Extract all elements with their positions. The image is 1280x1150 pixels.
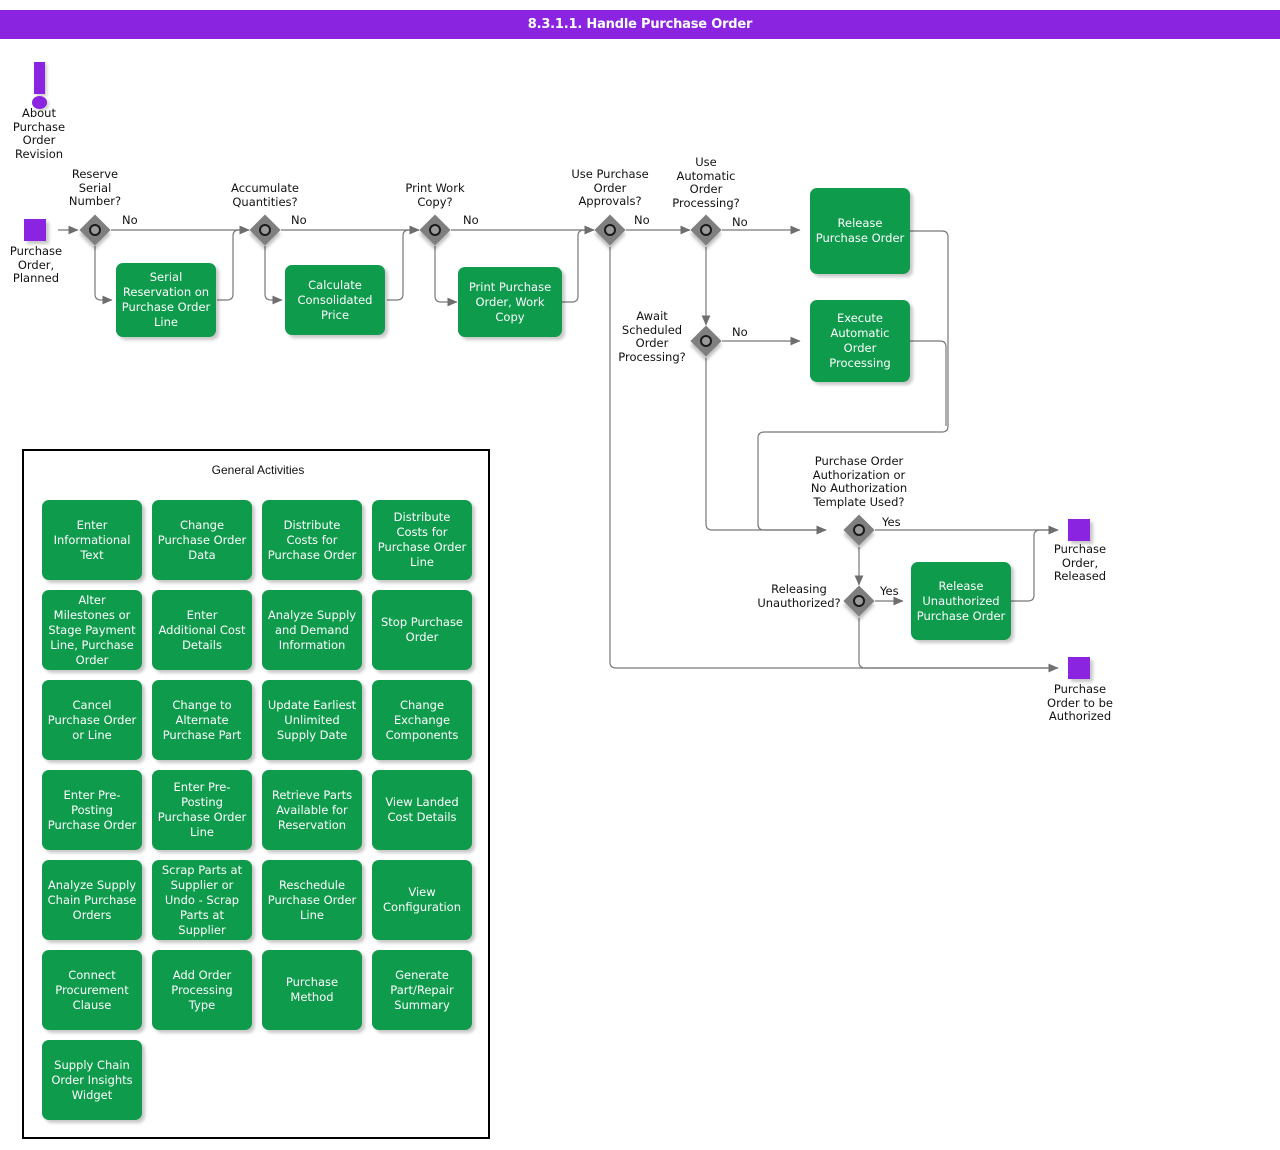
process-calculate-consolidated-price[interactable]: Calculate Consolidated Price: [285, 265, 385, 335]
decision-use-automatic-order-processing-label: Use Automatic Order Processing?: [672, 155, 740, 210]
exclamation-dot: [32, 96, 47, 109]
edge-label-accumulate-quantities: No: [291, 213, 307, 227]
edge-label-reserve-serial-number: No: [122, 213, 138, 227]
general-activity-tile[interactable]: Connect Procurement Clause: [42, 950, 142, 1030]
decision-print-work-copy-label: Print Work Copy?: [405, 181, 465, 209]
decision-print-work-copy[interactable]: [419, 214, 451, 246]
exclamation-bar: [34, 62, 45, 94]
process-release-purchase-order[interactable]: Release Purchase Order: [810, 188, 910, 274]
terminator-purchase-order-planned[interactable]: [24, 219, 46, 241]
about-purchase-order-revision-label: About Purchase Order Revision: [12, 106, 66, 161]
general-activity-tile[interactable]: Retrieve Parts Available for Reservation: [262, 770, 362, 850]
general-activity-tile[interactable]: Supply Chain Order Insights Widget: [42, 1040, 142, 1120]
edge-label-use-automatic-order-processing: No: [732, 215, 748, 229]
decision-use-automatic-order-processing[interactable]: [690, 214, 722, 246]
edge-label-print-work-copy: No: [463, 213, 479, 227]
general-activity-tile[interactable]: View Landed Cost Details: [372, 770, 472, 850]
general-activity-tile[interactable]: Change Purchase Order Data: [152, 500, 252, 580]
general-activity-tile[interactable]: Distribute Costs for Purchase Order Line: [372, 500, 472, 580]
general-activity-tile[interactable]: Change Exchange Components: [372, 680, 472, 760]
general-activity-tile[interactable]: Update Earliest Unlimited Supply Date: [262, 680, 362, 760]
general-activity-tile[interactable]: Enter Additional Cost Details: [152, 590, 252, 670]
general-activity-tile[interactable]: View Configuration: [372, 860, 472, 940]
diamond-ring-icon: [700, 224, 712, 236]
exclamation-icon: [30, 62, 50, 110]
edge-label-purchase-order-authorization: Yes: [882, 515, 901, 529]
process-print-purchase-order-work-copy[interactable]: Print Purchase Order, Work Copy: [458, 267, 562, 337]
general-activity-tile[interactable]: Add Order Processing Type: [152, 950, 252, 1030]
general-activity-tile[interactable]: Cancel Purchase Order or Line: [42, 680, 142, 760]
decision-reserve-serial-number-label: Reserve Serial Number?: [68, 167, 122, 208]
edge-label-use-purchase-order-approvals: No: [634, 213, 650, 227]
terminator-purchase-order-to-be-authorized-label: Purchase Order to be Authorized: [1047, 682, 1113, 723]
decision-use-purchase-order-approvals[interactable]: [594, 214, 626, 246]
general-activity-tile[interactable]: Analyze Supply Chain Purchase Orders: [42, 860, 142, 940]
general-activities-panel: General Activities Enter Informational T…: [22, 449, 490, 1139]
general-activities-title: General Activities: [211, 463, 305, 477]
edge-label-releasing-unauthorized: Yes: [880, 584, 899, 598]
decision-await-scheduled-order-processing[interactable]: [690, 325, 722, 357]
diamond-ring-icon: [89, 224, 101, 236]
decision-purchase-order-authorization[interactable]: [843, 514, 875, 546]
general-activity-tile[interactable]: Purchase Method: [262, 950, 362, 1030]
general-activity-tile[interactable]: Generate Part/Repair Summary: [372, 950, 472, 1030]
edge-label-await-scheduled-order-processing: No: [732, 325, 748, 339]
general-activity-tile[interactable]: Analyze Supply and Demand Information: [262, 590, 362, 670]
general-activity-tile[interactable]: Scrap Parts at Supplier or Undo - Scrap …: [152, 860, 252, 940]
diamond-ring-icon: [853, 595, 865, 607]
decision-releasing-unauthorized-label: Releasing Unauthorized?: [757, 582, 841, 610]
diamond-ring-icon: [259, 224, 271, 236]
decision-purchase-order-authorization-label: Purchase Order Authorization or No Autho…: [810, 454, 908, 509]
general-activity-tile[interactable]: Distribute Costs for Purchase Order: [262, 500, 362, 580]
title-bar: 8.3.1.1. Handle Purchase Order: [0, 10, 1280, 39]
process-execute-automatic-order-processing[interactable]: Execute Automatic Order Processing: [810, 300, 910, 382]
terminator-purchase-order-planned-label: Purchase Order, Planned: [9, 244, 63, 285]
diamond-ring-icon: [700, 335, 712, 347]
general-activity-tile[interactable]: Reschedule Purchase Order Line: [262, 860, 362, 940]
general-activity-tile[interactable]: Enter Pre- Posting Purchase Order Line: [152, 770, 252, 850]
diamond-ring-icon: [429, 224, 441, 236]
diamond-ring-icon: [853, 524, 865, 536]
decision-releasing-unauthorized[interactable]: [843, 585, 875, 617]
general-activity-tile[interactable]: Stop Purchase Order: [372, 590, 472, 670]
decision-accumulate-quantities[interactable]: [249, 214, 281, 246]
process-serial-reservation-on-purchase-order-line[interactable]: Serial Reservation on Purchase Order Lin…: [116, 263, 216, 337]
general-activity-tile[interactable]: Change to Alternate Purchase Part: [152, 680, 252, 760]
general-activity-tile[interactable]: Alter Milestones or Stage Payment Line, …: [42, 590, 142, 670]
terminator-purchase-order-released[interactable]: [1068, 519, 1090, 541]
decision-accumulate-quantities-label: Accumulate Quantities?: [231, 181, 299, 209]
general-activity-tile[interactable]: Enter Pre- Posting Purchase Order: [42, 770, 142, 850]
terminator-purchase-order-to-be-authorized[interactable]: [1068, 657, 1090, 679]
page-title: 8.3.1.1. Handle Purchase Order: [527, 17, 753, 32]
decision-reserve-serial-number[interactable]: [79, 214, 111, 246]
decision-await-scheduled-order-processing-label: Await Scheduled Order Processing?: [618, 309, 686, 364]
terminator-purchase-order-released-label: Purchase Order, Released: [1053, 542, 1107, 583]
diamond-ring-icon: [604, 224, 616, 236]
general-activity-tile[interactable]: Enter Informational Text: [42, 500, 142, 580]
decision-use-purchase-order-approvals-label: Use Purchase Order Approvals?: [571, 167, 649, 208]
process-release-unauthorized-purchase-order[interactable]: Release Unauthorized Purchase Order: [911, 562, 1011, 640]
